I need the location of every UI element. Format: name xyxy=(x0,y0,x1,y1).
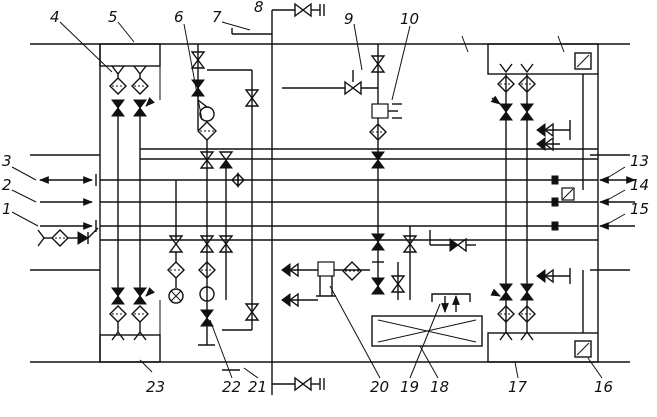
left-column-b xyxy=(167,180,185,304)
label-16: 16 xyxy=(594,378,613,396)
label-5: 5 xyxy=(108,8,118,26)
label-7: 7 xyxy=(212,8,222,26)
label-13: 13 xyxy=(630,152,649,170)
label-18: 18 xyxy=(430,378,449,396)
chamber-23 xyxy=(99,334,161,363)
center-column xyxy=(282,44,476,300)
block-top xyxy=(574,52,592,70)
block-16 xyxy=(574,340,592,358)
leader-lines xyxy=(11,21,626,379)
inlet-1-assembly xyxy=(37,227,99,247)
label-15: 15 xyxy=(630,200,649,218)
unit-18 xyxy=(371,293,483,347)
callout-labels: 4 5 6 7 8 9 10 3 2 1 13 14 15 23 22 21 2… xyxy=(2,0,649,396)
tunnel-walls xyxy=(30,35,630,363)
label-1: 1 xyxy=(2,200,12,218)
label-2: 2 xyxy=(2,176,12,194)
label-4: 4 xyxy=(50,8,60,26)
label-10: 10 xyxy=(400,10,419,28)
label-3: 3 xyxy=(2,152,12,170)
label-21: 21 xyxy=(248,378,267,396)
main-pipes xyxy=(39,148,636,241)
label-9: 9 xyxy=(344,10,354,28)
left-column-a xyxy=(109,65,156,341)
chamber-5 xyxy=(99,43,161,67)
chamber-top-right xyxy=(487,43,599,75)
label-22: 22 xyxy=(222,378,241,396)
chamber-17 xyxy=(487,332,599,363)
label-8: 8 xyxy=(254,0,264,16)
unit-20 xyxy=(281,261,370,308)
label-19: 19 xyxy=(400,378,419,396)
label-23: 23 xyxy=(146,378,165,396)
label-6: 6 xyxy=(174,8,184,26)
column-250 xyxy=(207,2,325,395)
right-column xyxy=(490,63,584,341)
label-20: 20 xyxy=(370,378,389,396)
column-6 xyxy=(190,44,248,346)
label-17: 17 xyxy=(508,378,528,396)
label-14: 14 xyxy=(630,176,649,194)
